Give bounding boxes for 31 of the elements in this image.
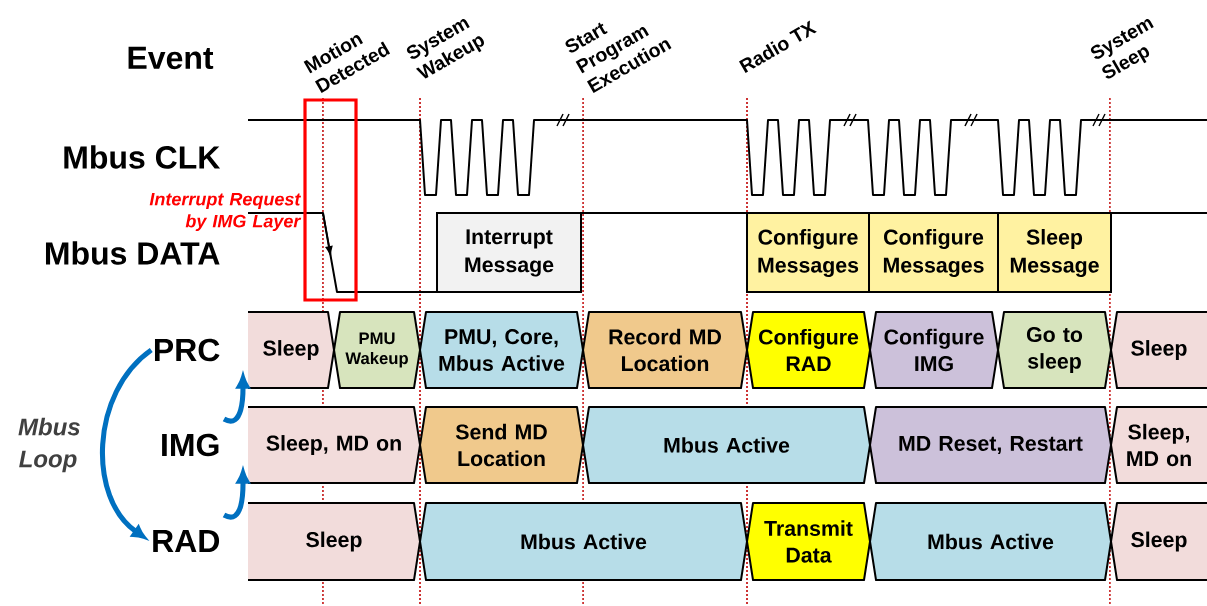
row-label: IMG: [162, 433, 219, 457]
state-box: Send MD Location: [419, 406, 584, 484]
state-box: Sleep, MD on: [247, 406, 421, 484]
state-box: Sleep, MD on: [1110, 406, 1207, 484]
message-box: Configure Messages: [746, 212, 870, 293]
loop-label: Mbus Loop: [18, 417, 80, 473]
annotation-text: Interrupt Request by IMG Layer: [149, 192, 302, 232]
row-label: Event: [128, 46, 214, 70]
message-box: Sleep Message: [997, 212, 1112, 293]
state-box: Configure RAD: [746, 311, 871, 389]
state-box: PMU Wakeup: [333, 311, 421, 389]
row-label: Mbus DATA: [46, 241, 220, 265]
row-label: RAD: [153, 530, 220, 552]
state-box: Sleep: [247, 502, 421, 581]
row-label: Mbus CLK: [64, 145, 221, 169]
loop-arrow: [100, 348, 153, 539]
state-box: Mbus Active: [582, 406, 871, 484]
message-box: Interrupt Message: [436, 212, 582, 293]
state-box: Record MD Location: [582, 311, 748, 389]
message-box: Configure Messages: [868, 212, 999, 293]
state-box: Mbus Active: [869, 502, 1112, 581]
state-box: MD Reset, Restart: [869, 406, 1112, 484]
state-box: Configure IMG: [869, 311, 999, 389]
row-label: PRC: [155, 338, 220, 362]
state-box: Sleep: [1110, 311, 1207, 389]
state-box: Sleep: [1110, 502, 1207, 581]
state-box: Go to sleep: [997, 311, 1112, 389]
state-box: Mbus Active: [419, 502, 748, 581]
state-box: Sleep: [247, 311, 335, 389]
state-box: Transmit Data: [746, 502, 871, 581]
state-box: PMU, Core, Mbus Active: [419, 311, 584, 389]
